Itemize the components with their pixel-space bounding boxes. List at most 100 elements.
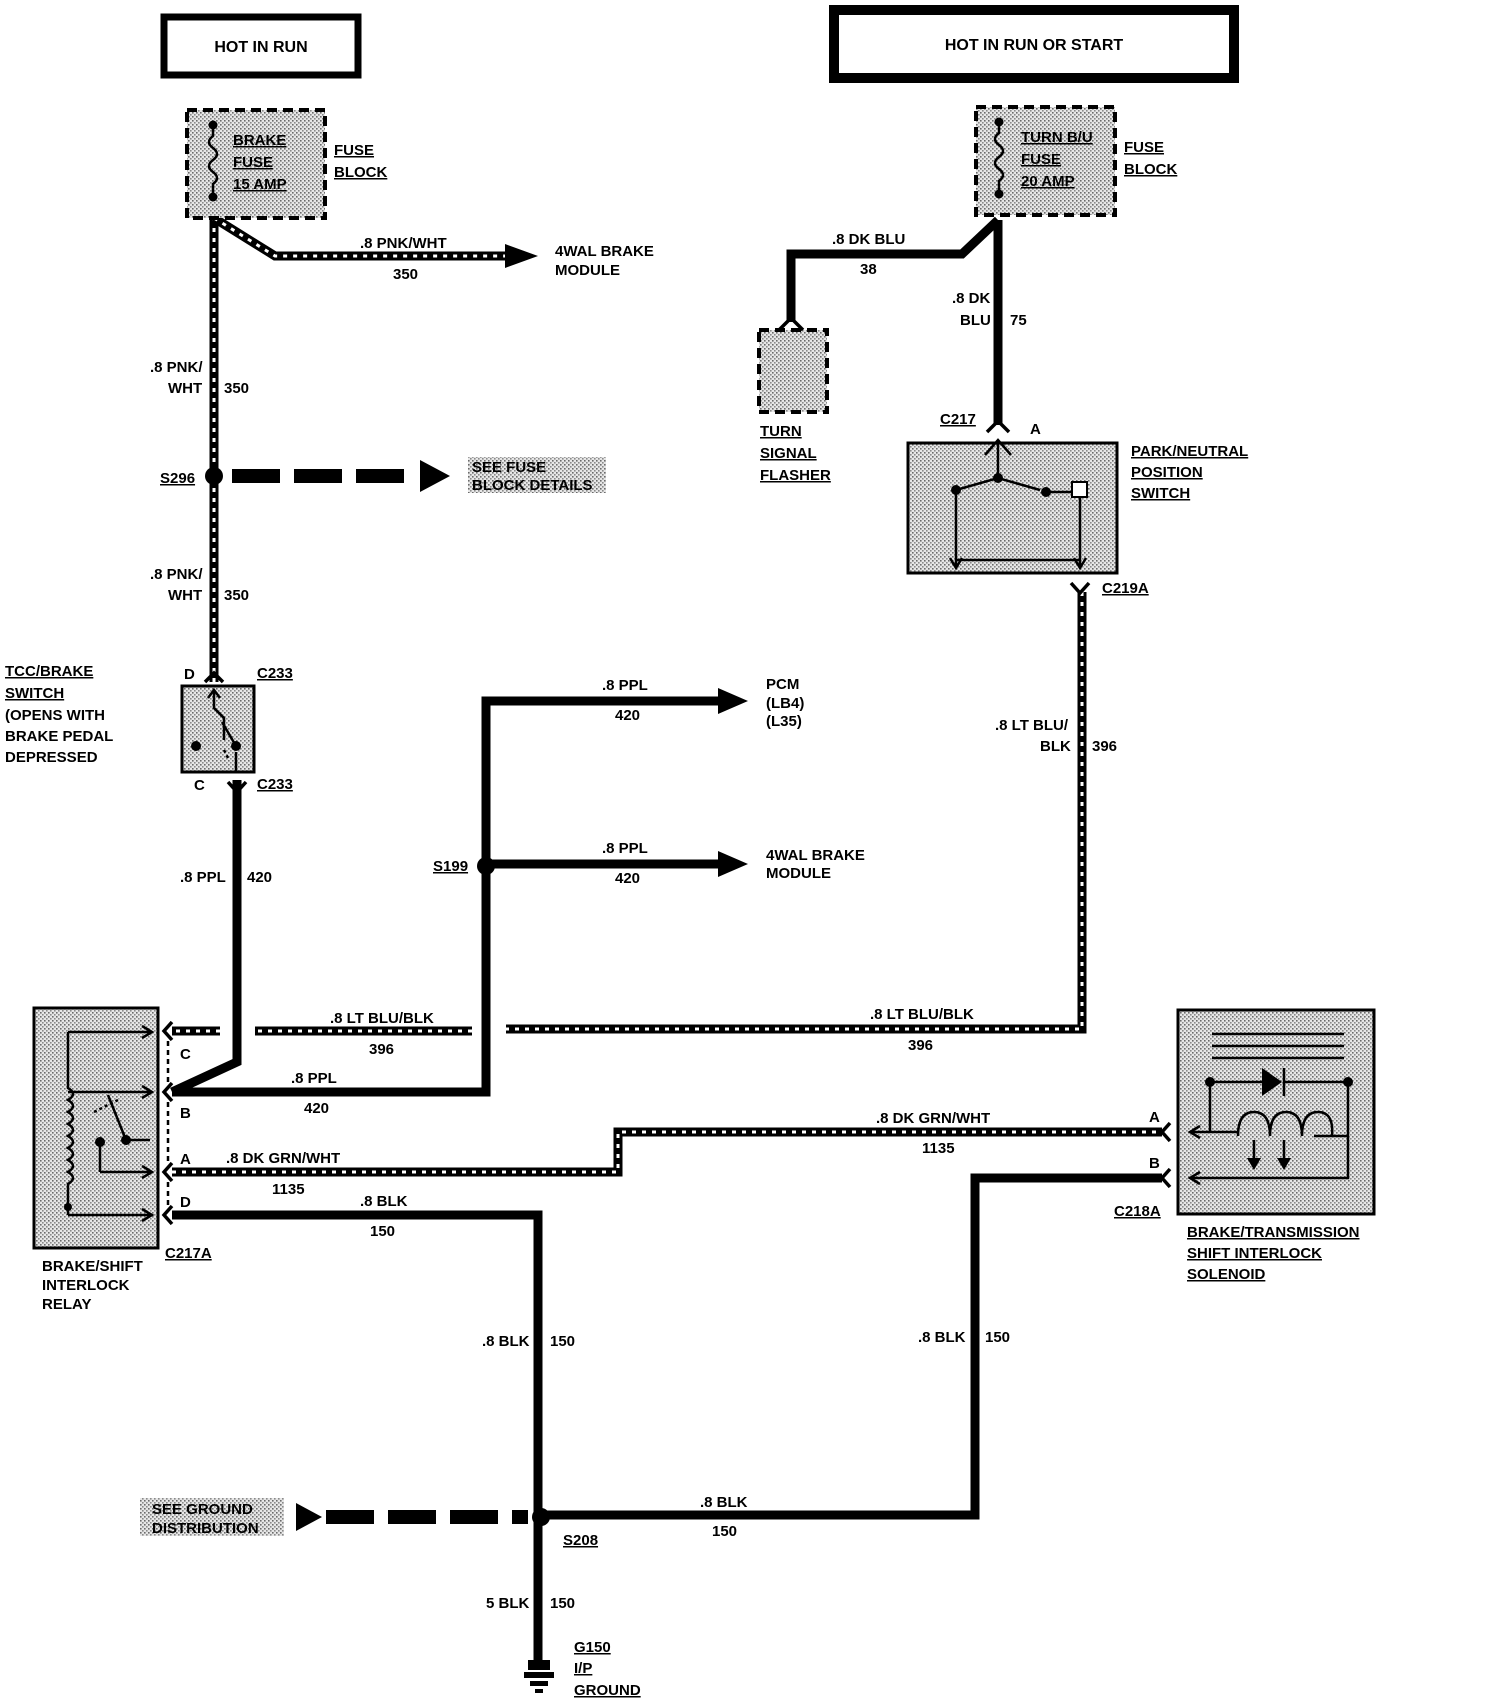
brake-fuse-line1: BRAKE (233, 132, 286, 149)
solenoid-label2: SHIFT INTERLOCK (1187, 1245, 1322, 1262)
ppl-v-color: .8 PPL (180, 869, 226, 886)
connector-c217: C217 (940, 411, 976, 428)
splice-s208-label: S208 (563, 1532, 598, 1549)
blk-ground-circuit: 150 (550, 1595, 575, 1612)
pcm-label1: PCM (766, 676, 799, 693)
pns-label1: PARK/NEUTRAL (1131, 443, 1248, 460)
dk-blu-75-circuit: 75 (1010, 312, 1027, 329)
wal-module-top-label2: MODULE (555, 262, 620, 279)
ground-distribution-line2: DISTRIBUTION (152, 1520, 259, 1537)
ppl-wal-circuit: 420 (615, 870, 640, 887)
relay-connector-c217a (161, 1020, 174, 1226)
brake-fuse-block-label1: FUSE (334, 142, 374, 159)
hot-in-run-or-start-header: HOT IN RUN OR START (829, 5, 1239, 83)
connector-c219a: C219A (1102, 580, 1149, 597)
ltblu-h2-circuit: 396 (908, 1037, 933, 1054)
pcm-label2: (LB4) (766, 695, 804, 712)
connector-c233-bottom: C233 (257, 776, 293, 793)
splice-s199 (477, 857, 495, 875)
pin-sol-a: A (1149, 1109, 1160, 1126)
wal-module-mid-label2: MODULE (766, 865, 831, 882)
turn-fuse-line3: 20 AMP (1021, 173, 1075, 190)
pin-relay-d: D (180, 1194, 191, 1211)
arrow-to-4wal-module-mid (718, 851, 748, 877)
blk-h-color: .8 BLK (700, 1494, 748, 1511)
ltblu-h2-color: .8 LT BLU/BLK (870, 1006, 974, 1023)
turn-fuse-block-label1: FUSE (1124, 139, 1164, 156)
splice-s296 (205, 467, 223, 485)
brake-fuse-line3: 15 AMP (233, 176, 287, 193)
ltblu-h1-circuit: 396 (369, 1041, 394, 1058)
turn-signal-flasher (757, 315, 829, 414)
tcc-brake-switch (180, 670, 256, 795)
turn-signal-flasher-label1: TURN (760, 423, 802, 440)
splice-s199-label: S199 (433, 858, 468, 875)
ppl-relay-circuit: 420 (304, 1100, 329, 1117)
pin-tcc-d: D (184, 666, 195, 683)
arrow-to-pcm (718, 688, 748, 714)
wire-blk-150-right (545, 1173, 1162, 1520)
relay-label3: RELAY (42, 1296, 91, 1313)
pnk-wht-v2-circuit: 350 (224, 587, 249, 604)
turn-signal-flasher-label3: FLASHER (760, 467, 831, 484)
pcm-label3: (L35) (766, 713, 802, 730)
dk-blu-75-color1: .8 DK (952, 290, 991, 307)
blk-v-right-circuit: 150 (985, 1329, 1010, 1346)
splice-s296-label: S296 (160, 470, 195, 487)
blk-relay-circuit: 150 (370, 1223, 395, 1240)
connector-c233-top: C233 (257, 665, 293, 682)
fuse-details-line2: BLOCK DETAILS (472, 477, 593, 494)
fuse-details-line1: SEE FUSE (472, 459, 546, 476)
turn-signal-flasher-label2: SIGNAL (760, 445, 817, 462)
hot-in-run-text: HOT IN RUN (214, 39, 307, 56)
brake-shift-interlock-relay (32, 1006, 160, 1250)
ground-symbol (524, 1660, 554, 1693)
pnk-wht-top-circuit: 350 (393, 266, 418, 283)
brake-fuse-line2: FUSE (233, 154, 273, 171)
dkgrn-right-color: .8 DK GRN/WHT (876, 1110, 990, 1127)
dk-blu-38-color: .8 DK BLU (832, 231, 905, 248)
dk-blu-75-color2: BLU (960, 312, 991, 329)
pnk-wht-v1-circuit: 350 (224, 380, 249, 397)
arrow-to-4wal-module-top (505, 244, 538, 268)
wire-ppl-420-to-pcm (172, 696, 718, 1097)
see-fuse-block-details: SEE FUSE BLOCK DETAILS (468, 457, 606, 494)
pnk-wht-v1-color2: WHT (168, 380, 202, 397)
pns-label2: POSITION (1131, 464, 1203, 481)
pin-relay-a: A (180, 1151, 191, 1168)
tcc-switch-label3: (OPENS WITH (5, 707, 105, 724)
solenoid-label3: SOLENOID (1187, 1266, 1266, 1283)
blk-v-left-circuit: 150 (550, 1333, 575, 1350)
blk-v-left-color: .8 BLK (482, 1333, 530, 1350)
blk-v-right-color: .8 BLK (918, 1329, 966, 1346)
wire-dk-grn-wht-1135 (172, 1127, 1162, 1177)
shift-interlock-solenoid (1176, 1008, 1376, 1216)
wire-pnk-wht-350-to-module (211, 214, 505, 261)
pns-label3: SWITCH (1131, 485, 1190, 502)
pin-tcc-c: C (194, 777, 205, 794)
tcc-switch-label4: BRAKE PEDAL (5, 728, 113, 745)
ltblu-v-color2: BLK (1040, 738, 1071, 755)
relay-label2: INTERLOCK (42, 1277, 130, 1294)
tcc-switch-label2: SWITCH (5, 685, 64, 702)
pnk-wht-v2-color2: WHT (168, 587, 202, 604)
ground-label3: GROUND (574, 1682, 641, 1699)
pnk-wht-top-color: .8 PNK/WHT (360, 235, 447, 252)
ppl-pcm-color: .8 PPL (602, 677, 648, 694)
wal-module-mid-label1: 4WAL BRAKE (766, 847, 865, 864)
brake-fuse-block-label2: BLOCK (334, 164, 387, 181)
blk-ground-color: 5 BLK (486, 1595, 530, 1612)
pin-sol-b: B (1149, 1155, 1160, 1172)
wal-module-top-label1: 4WAL BRAKE (555, 243, 654, 260)
wire-ppl-420-vertical (170, 780, 242, 1097)
turn-fuse-block-label2: BLOCK (1124, 161, 1177, 178)
ppl-relay-color: .8 PPL (291, 1070, 337, 1087)
pnk-wht-v1-color1: .8 PNK/ (150, 359, 203, 376)
blk-h-circuit: 150 (712, 1523, 737, 1540)
ground-label1: G150 (574, 1639, 611, 1656)
wire-blk-150-left (172, 1210, 543, 1670)
ground-label2: I/P (574, 1660, 592, 1677)
pin-relay-c: C (180, 1046, 191, 1063)
dk-blu-38-circuit: 38 (860, 261, 877, 278)
